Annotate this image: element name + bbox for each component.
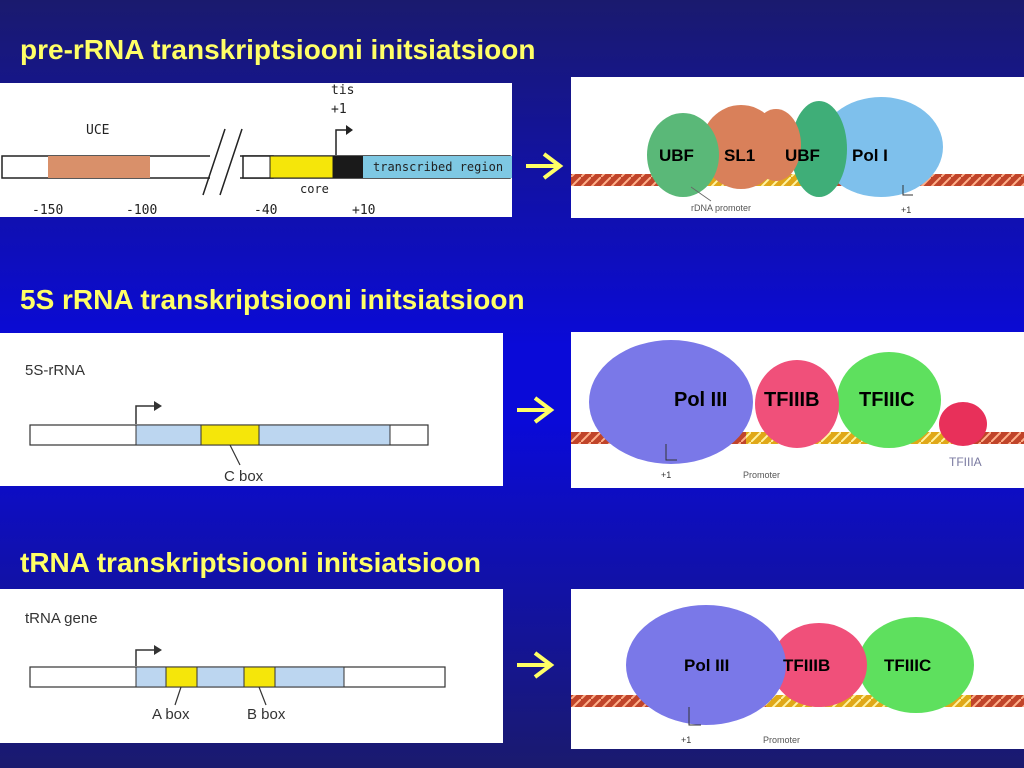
complex-label-tfiiib: TFIIIB bbox=[783, 656, 830, 675]
right-arrow-icon bbox=[515, 647, 555, 688]
tfiiia-protein bbox=[939, 402, 987, 446]
section-title-trna: tRNA transkriptsiooni initsiatsioon bbox=[20, 547, 481, 578]
promoter-label: rDNA promoter bbox=[691, 203, 751, 213]
ubf-protein-2 bbox=[791, 101, 847, 197]
break-mark bbox=[202, 128, 226, 196]
tfiiic-protein bbox=[837, 352, 941, 448]
c-box bbox=[200, 424, 260, 446]
tick-label: +10 bbox=[352, 203, 375, 217]
break-mark bbox=[219, 128, 243, 196]
a-box-label: A box bbox=[152, 706, 190, 723]
complex-label-sl1: SL1 bbox=[724, 146, 755, 165]
plus1-label: +1 bbox=[331, 102, 347, 117]
tick-label: -40 bbox=[254, 203, 277, 217]
pol1-protein bbox=[819, 97, 943, 197]
pre-rrna-complex-illustration: UBF SL1 UBF Pol I rDNA promoter +1 bbox=[571, 77, 1024, 218]
trna-gene-diagram: tRNA gene A box B box bbox=[0, 589, 503, 743]
gene-body bbox=[135, 424, 391, 446]
complex-label-ubf-1: UBF bbox=[659, 146, 694, 165]
complex-label-tfiiia: TFIIIA bbox=[949, 455, 982, 469]
gene-name: 5S-rRNA bbox=[25, 362, 85, 379]
gene-name: tRNA gene bbox=[25, 610, 98, 627]
complex-label-tfiiic: TFIIIC bbox=[884, 656, 931, 675]
plus1-label: +1 bbox=[681, 735, 691, 745]
5s-rrna-gene-diagram: 5S-rRNA C box bbox=[0, 333, 503, 486]
tis-label: tis bbox=[331, 83, 354, 98]
tick-label: -150 bbox=[32, 203, 63, 217]
promoter-label: Promoter bbox=[743, 470, 780, 480]
plus1-label: +1 bbox=[901, 205, 911, 215]
plus1-label: +1 bbox=[661, 470, 671, 480]
tss-arrow bbox=[135, 405, 156, 424]
tis-block bbox=[333, 156, 363, 178]
core-region bbox=[269, 155, 334, 179]
tfiiic-protein bbox=[858, 617, 974, 713]
pre-rrna-gene-diagram: UCE transcribed region core tis +1 -150 … bbox=[0, 83, 512, 217]
complex-label-pol1: Pol I bbox=[852, 146, 888, 165]
right-arrow-icon bbox=[515, 392, 555, 433]
tick-label: -100 bbox=[126, 203, 157, 217]
transcribed-region-label: transcribed region bbox=[373, 160, 503, 174]
tfiiib-protein bbox=[771, 623, 867, 707]
a-box bbox=[165, 666, 198, 688]
tss-arrow bbox=[135, 649, 156, 666]
tfiiib-protein bbox=[755, 360, 839, 448]
uce-region bbox=[48, 156, 150, 178]
section-title-5s-rrna: 5S rRNA transkriptsiooni initsiatsioon bbox=[20, 284, 525, 315]
complex-label-ubf-2: UBF bbox=[785, 146, 820, 165]
core-label: core bbox=[300, 182, 329, 196]
b-box-label: B box bbox=[247, 706, 286, 723]
right-arrow-icon bbox=[524, 148, 564, 189]
pol3-protein bbox=[589, 340, 753, 464]
5s-rrna-complex-illustration: Pol III TFIIIB TFIIIC TFIIIA +1 Promoter bbox=[571, 332, 1024, 488]
uce-label: UCE bbox=[86, 123, 109, 138]
c-box-label: C box bbox=[224, 468, 264, 485]
tss-arrow bbox=[335, 129, 348, 155]
b-box bbox=[243, 666, 276, 688]
transcribed-region bbox=[363, 156, 512, 178]
complex-label-tfiiic: TFIIIC bbox=[859, 389, 915, 411]
ubf-protein-1 bbox=[647, 113, 719, 197]
section-title-pre-rrna: pre-rRNA transkriptsiooni initsiatsioon bbox=[20, 34, 536, 65]
complex-label-tfiiib: TFIIIB bbox=[764, 389, 820, 411]
pol3-protein bbox=[626, 605, 786, 725]
complex-label-pol3: Pol III bbox=[684, 656, 729, 675]
promoter-label: Promoter bbox=[763, 735, 800, 745]
trna-complex-illustration: Pol III TFIIIB TFIIIC +1 Promoter bbox=[571, 589, 1024, 749]
complex-label-pol3: Pol III bbox=[674, 389, 727, 411]
